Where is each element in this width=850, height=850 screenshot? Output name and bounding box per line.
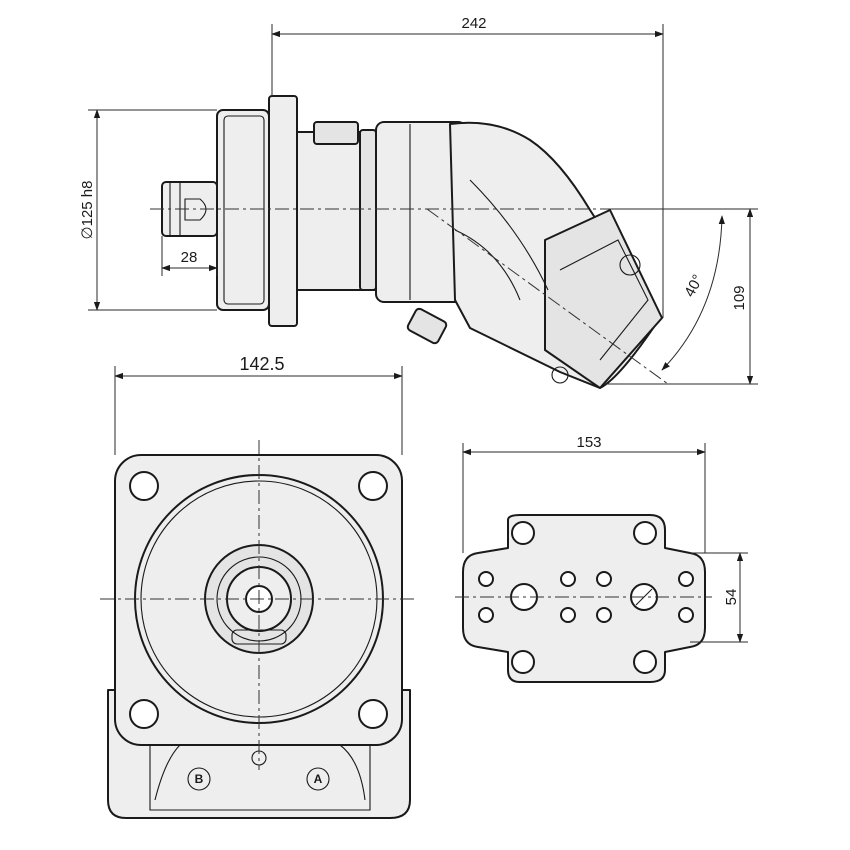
dim-angle: 40° <box>681 272 707 300</box>
drain-fitting <box>406 307 448 345</box>
dim-flange-width: 142.5 <box>239 354 284 374</box>
dim-port-spacing: 54 <box>723 589 740 606</box>
port-plate-bolt-holes <box>511 521 657 674</box>
port-a-marker <box>306 767 330 791</box>
side-view: 242 ∅125 h8 28 40° 109 <box>79 15 758 389</box>
dim-height: 109 <box>731 285 748 310</box>
port-b-label: B <box>195 772 204 786</box>
flange-hub <box>216 109 270 311</box>
port-a-label: A <box>314 772 323 786</box>
port-b-marker <box>187 767 211 791</box>
port-plate-view: 153 54 <box>455 434 748 683</box>
dim-overall-length: 242 <box>461 15 486 32</box>
dim-port-plate-width: 153 <box>576 434 601 451</box>
flange-bolt-holes <box>129 471 388 729</box>
dim-shaft-length: 28 <box>181 249 198 266</box>
port-plate <box>462 514 706 683</box>
front-view: B A 142.5 <box>100 354 418 819</box>
port-plate-small-holes <box>478 571 694 623</box>
port-block <box>544 209 663 389</box>
mounting-flange <box>268 95 298 327</box>
dim-flange-diameter: ∅125 h8 <box>79 181 96 240</box>
